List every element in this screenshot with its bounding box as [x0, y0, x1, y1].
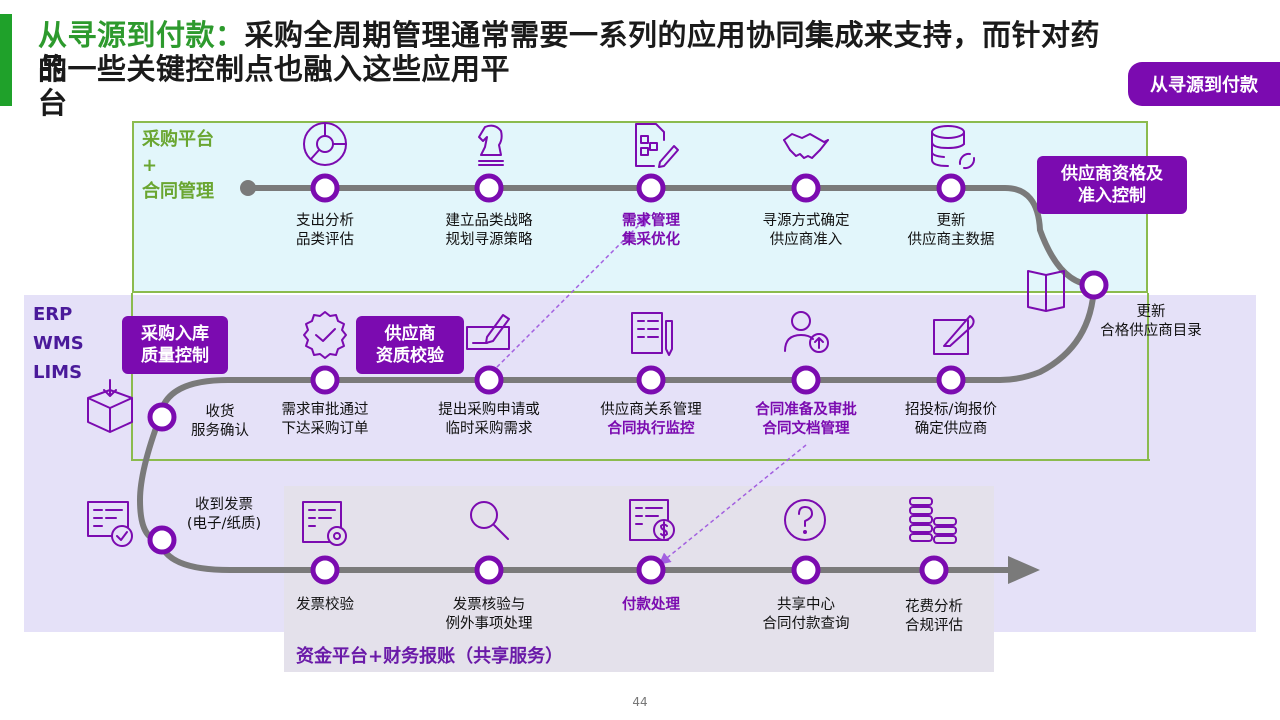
node-row3-2 [474, 555, 504, 585]
supplier-qualification-badge: 供应商资格及 准入控制 [1037, 156, 1187, 214]
node-left-turn-upper [147, 402, 177, 432]
database-sync-icon [931, 125, 976, 170]
supplier-quality-badge: 供应商 资质校验 [356, 316, 464, 374]
procurement-zone-border-left [131, 293, 133, 461]
step-row2-4-label: 合同准备及审批合同文档管理 [755, 402, 857, 437]
node-row3-1 [310, 555, 340, 585]
invoice-gear-icon [302, 501, 347, 546]
step-row1-2-label: 建立品类战略规划寻源策略 [445, 213, 533, 248]
erp-zone-label: ERP WMS LIMS [33, 304, 84, 383]
dashed-connector-upper [491, 214, 650, 373]
box-download-icon [87, 379, 133, 433]
procurement-zone-border-bottom [132, 459, 1150, 461]
step-row3-3-label: 付款处理 [622, 597, 680, 613]
node-left-turn-lower [147, 525, 177, 555]
node-row1-1 [310, 173, 340, 203]
user-upload-icon [784, 311, 829, 353]
title-highlight: 从寻源到付款： [38, 18, 245, 52]
inbound-qc-badge: 采购入库 质量控制 [122, 316, 228, 374]
procurement-zone-label: 采购平台 + 合同管理 [142, 129, 214, 202]
page-number: 44 [632, 695, 648, 709]
node-row2-4 [791, 365, 821, 395]
node-right-turn [1079, 270, 1109, 300]
coin-stacks-icon [909, 497, 957, 544]
checklist-pen-icon [631, 312, 673, 356]
step-row2-3-label: 供应商关系管理合同执行监控 [600, 402, 702, 437]
invoice-check-icon [87, 501, 133, 547]
step-row2-1-label: 需求审批通过下达采购订单 [281, 402, 369, 437]
title-text: 采购全周期管理通常需要一系列的应用协同集成来支持，而针对药 [244, 18, 1101, 52]
step-row3-5-label: 花费分析合规评估 [905, 599, 963, 634]
pie-chart-icon [303, 122, 347, 166]
title-line2-overlap: 的 [38, 52, 68, 86]
magnifier-icon [470, 501, 509, 540]
book-icon [1027, 270, 1065, 312]
node-row3-4 [791, 555, 821, 585]
finance-zone-label: 资金平台+财务报账（共享服务） [296, 646, 564, 667]
node-row2-3 [636, 365, 666, 395]
node-row3-3 [636, 555, 666, 585]
page-title: 从寻源到付款：采购全周期管理通常需要一系列的应用协同集成来支持，而针对药 品 的… [38, 18, 1218, 120]
procurement-zone-border-right [1147, 293, 1149, 461]
dashed-connector-lower [658, 444, 807, 565]
step-row1-3-label: 需求管理集采优化 [622, 213, 680, 248]
quill-edit-icon [933, 315, 975, 355]
step-right-turn-label: 更新合格供应商目录 [1100, 304, 1202, 339]
node-row1-3 [636, 173, 666, 203]
track-end-arrow [1008, 556, 1040, 584]
step-row2-2-label: 提出采购申请或临时采购需求 [438, 402, 540, 437]
step-row3-1-label: 发票校验 [296, 597, 354, 613]
certificate-check-icon [303, 311, 347, 359]
step-row1-5-label: 更新供应商主数据 [907, 213, 995, 248]
node-row2-5 [936, 365, 966, 395]
title-line2-start: 品 的 [38, 52, 68, 86]
node-row2-1 [310, 365, 340, 395]
step-row2-5-label: 招投标/询报价确定供应商 [905, 402, 997, 437]
document-edit-icon [635, 123, 679, 168]
section-badge: 从寻源到付款 [1128, 62, 1280, 106]
node-row1-5 [936, 173, 966, 203]
node-row2-2 [474, 365, 504, 395]
step-row1-1-label: 支出分析品类评估 [296, 213, 354, 248]
invoice-dollar-icon [629, 499, 675, 541]
node-row3-5 [919, 555, 949, 585]
question-circle-icon [784, 499, 826, 541]
title-line2-char: 品 [38, 52, 68, 86]
title-line2: 一些关键控制点也融入这些应用平 [67, 52, 511, 86]
step-left-turn-lower-label: 收到发票(电子/纸质) [186, 497, 262, 532]
chess-knight-icon [478, 124, 504, 166]
step-left-turn-upper-label: 收货服务确认 [191, 404, 249, 439]
track-start-dot [240, 180, 256, 196]
handshake-icon [783, 133, 829, 159]
accent-bar [0, 14, 12, 106]
cheque-pen-icon [466, 314, 510, 350]
step-row3-4-label: 共享中心合同付款查询 [762, 597, 850, 632]
step-row3-2-label: 发票核验与例外事项处理 [445, 597, 533, 632]
node-row1-4 [791, 173, 821, 203]
node-row1-2 [474, 173, 504, 203]
title-line3: 台 [38, 86, 68, 120]
step-row1-4-label: 寻源方式确定供应商准入 [762, 213, 850, 248]
